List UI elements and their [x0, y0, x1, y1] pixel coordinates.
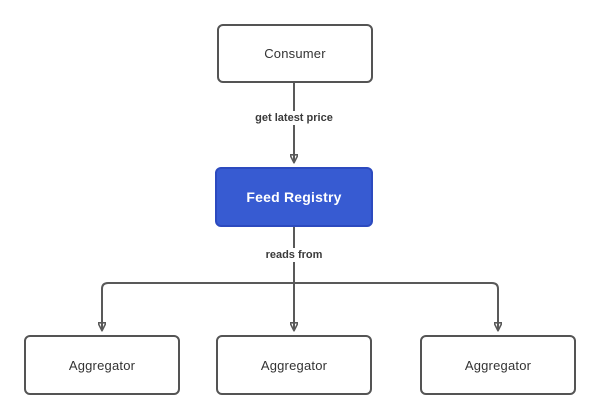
- node-aggregator-1[interactable]: Aggregator: [24, 335, 180, 395]
- node-aggregator-3-label: Aggregator: [464, 357, 532, 373]
- node-consumer[interactable]: Consumer: [217, 24, 373, 83]
- connector-registry-to-aggregator-1: [102, 282, 294, 330]
- node-aggregator-2-label: Aggregator: [260, 357, 328, 373]
- node-feed-registry[interactable]: Feed Registry: [215, 167, 373, 227]
- node-consumer-label: Consumer: [264, 46, 326, 61]
- node-aggregator-3[interactable]: Aggregator: [420, 335, 576, 395]
- connector-registry-to-aggregator-3: [294, 282, 498, 330]
- edge-label-get-latest-price: get latest price: [251, 111, 337, 125]
- node-feed-registry-label: Feed Registry: [246, 189, 342, 205]
- node-aggregator-1-label: Aggregator: [68, 357, 136, 373]
- node-aggregator-2[interactable]: Aggregator: [216, 335, 372, 395]
- edge-label-reads-from: reads from: [261, 248, 327, 262]
